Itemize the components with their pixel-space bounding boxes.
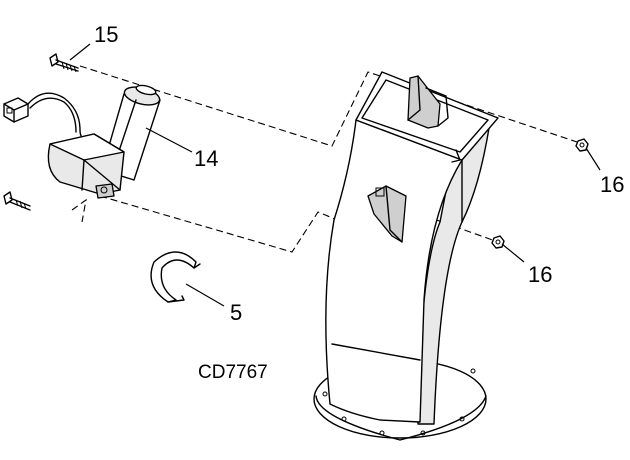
callout-15: 15 (94, 22, 118, 47)
nut-lower (491, 235, 505, 249)
drawing-id-label: CD7767 (198, 362, 268, 383)
pedestal (325, 71, 499, 425)
nut-upper (575, 138, 589, 152)
callout-14: 14 (194, 146, 218, 171)
actuator-assembly (3, 84, 161, 199)
clamp-ring (150, 251, 201, 303)
bolt-lower (3, 191, 31, 211)
bolt-upper (49, 53, 79, 73)
callout-5: 5 (230, 300, 242, 325)
callout-16-lower: 16 (528, 262, 552, 287)
leader-lines (69, 43, 601, 307)
callout-16-upper: 16 (600, 172, 624, 197)
